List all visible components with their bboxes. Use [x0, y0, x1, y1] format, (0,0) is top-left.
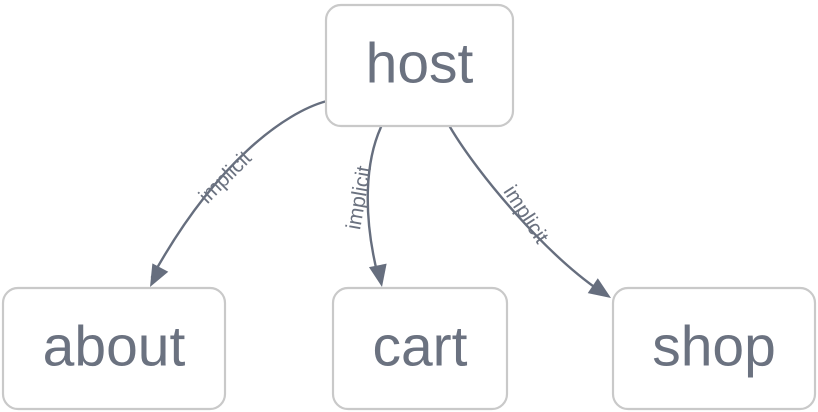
edge-label-text: implicit	[499, 181, 553, 247]
edge-host-shop	[448, 125, 611, 298]
node-label-text: shop	[652, 315, 776, 379]
edges-layer	[150, 99, 611, 298]
edge-host-about	[150, 99, 329, 287]
nodes-layer: host about cart shop	[1, 3, 817, 411]
node-box[interactable]	[331, 286, 509, 411]
node-host[interactable]: host	[324, 3, 515, 128]
edge-label-host-shop: implicit	[499, 181, 553, 247]
node-about[interactable]: about	[1, 286, 227, 411]
node-label-text: about	[43, 315, 186, 379]
edge-label-text: implicit	[195, 146, 257, 208]
node-label-text: cart	[372, 315, 467, 379]
node-box[interactable]	[1, 286, 227, 411]
edge-line	[448, 125, 602, 293]
arrowhead-icon	[368, 263, 387, 287]
edge-label-host-cart: implicit	[342, 164, 376, 231]
node-shop[interactable]: shop	[611, 286, 817, 411]
node-box[interactable]	[324, 3, 515, 128]
arrowhead-icon	[587, 278, 611, 298]
edge-line	[150, 99, 329, 279]
node-label-text: host	[366, 32, 474, 96]
arrowhead-icon	[150, 263, 169, 287]
edge-label-text: implicit	[342, 164, 376, 231]
node-cart[interactable]: cart	[331, 286, 509, 411]
edge-line	[366, 125, 383, 278]
edge-label-host-about: implicit	[195, 146, 257, 208]
edge-host-cart	[366, 125, 387, 287]
edge-labels-layer: implicit implicit implicit	[195, 146, 554, 247]
node-box[interactable]	[611, 286, 817, 411]
